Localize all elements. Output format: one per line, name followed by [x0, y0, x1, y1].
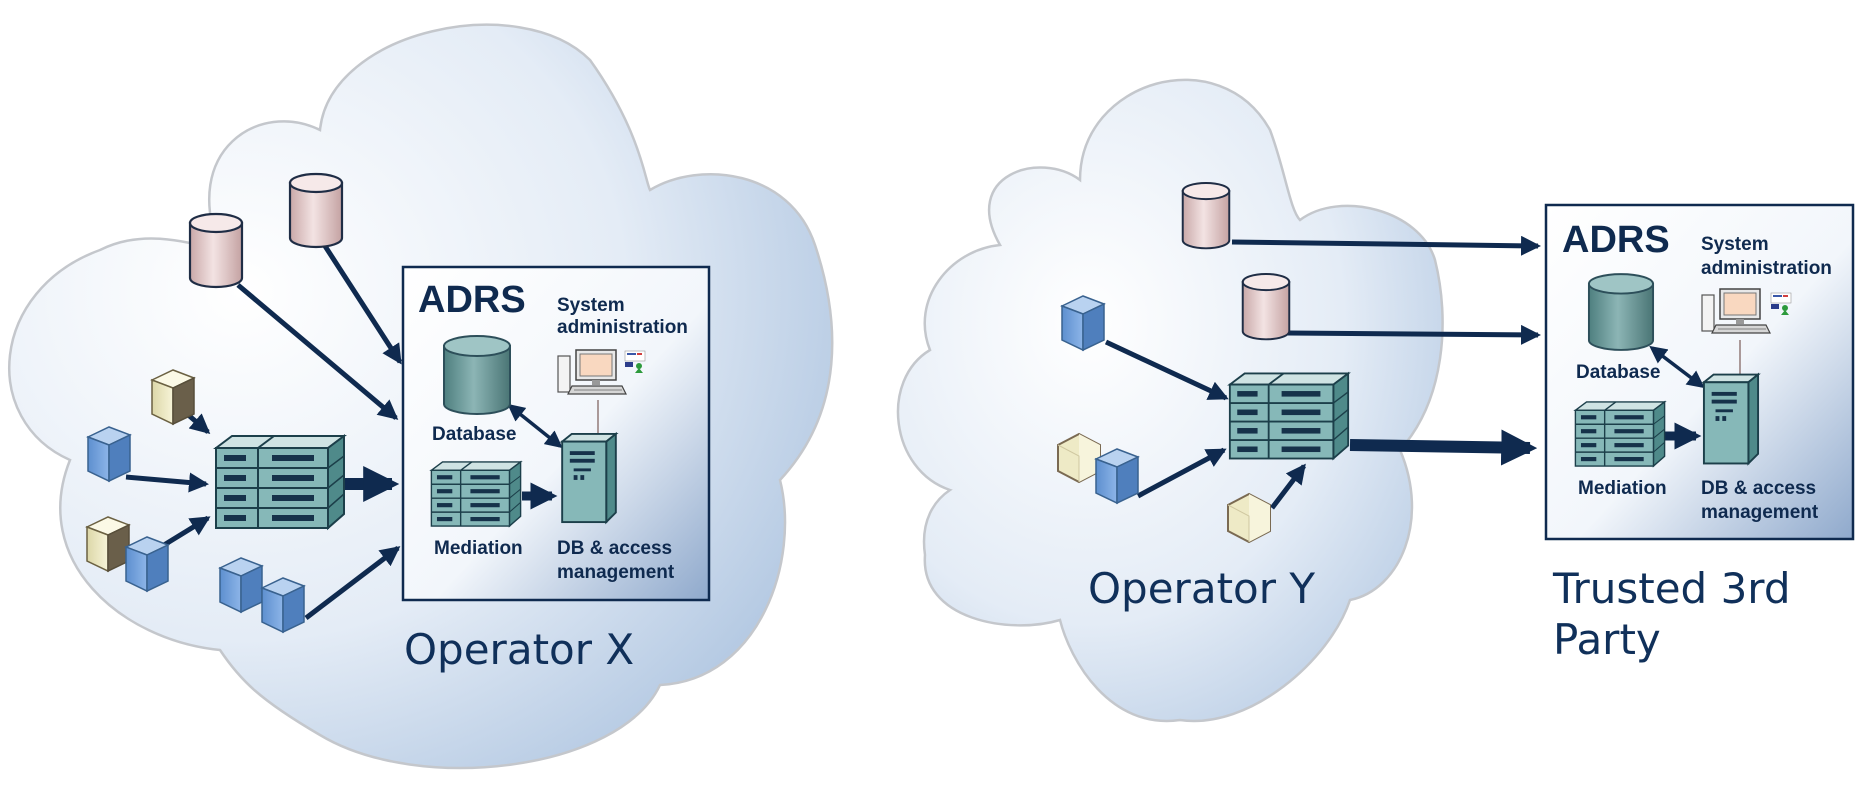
- operator-y-title: Operator Y: [1088, 564, 1315, 613]
- node-cube-icon: [261, 577, 305, 633]
- sysadmin-label-line2: administration: [557, 317, 688, 338]
- mediation-server-icon: [430, 461, 522, 527]
- database-label: Database: [1576, 362, 1661, 383]
- tower-server-icon: [1702, 373, 1760, 465]
- node-hex-icon: [1227, 493, 1271, 543]
- workstation-icon: [1701, 288, 1771, 334]
- rack-server-icon: [1228, 372, 1350, 460]
- node-cube-icon: [1061, 295, 1105, 351]
- sysadmin-label-line2: administration: [1701, 258, 1832, 279]
- dbaccess-label-line2: management: [557, 562, 675, 583]
- operator-x-title: Operator X: [404, 625, 634, 674]
- mediation-label: Mediation: [434, 538, 523, 559]
- node-cube-icon: [125, 536, 169, 592]
- node-cube-icon: [1095, 448, 1139, 504]
- workstation-icon: [557, 349, 627, 395]
- mediation-server-icon: [1574, 401, 1666, 467]
- database-icon: [188, 212, 244, 289]
- dbaccess-label-line2: management: [1701, 502, 1819, 523]
- operator-y-cloud: [896, 78, 1444, 723]
- node-hex-icon: [1057, 433, 1101, 483]
- adrs-title: ADRS: [1562, 219, 1670, 261]
- dbaccess-label-line1: DB & access: [1701, 478, 1816, 499]
- sysadmin-label-line1: System: [557, 295, 625, 316]
- sysadmin-label-line1: System: [1701, 234, 1769, 255]
- database-icon: [1181, 181, 1231, 250]
- trusted-party-title-line2: Party: [1553, 615, 1661, 664]
- node-cube-icon: [151, 369, 195, 425]
- dbaccess-label-line1: DB & access: [557, 538, 672, 559]
- database-icon: [288, 172, 344, 249]
- node-cube-icon: [219, 557, 263, 613]
- operator-y-arrows: [1104, 235, 1741, 510]
- tower-server-icon: [561, 432, 617, 524]
- database-icon: [443, 335, 511, 415]
- database-icon: [1241, 272, 1291, 341]
- database-label: Database: [432, 424, 517, 445]
- adrs-title: ADRS: [418, 279, 526, 321]
- mediation-label: Mediation: [1578, 478, 1667, 499]
- node-cube-icon: [86, 516, 130, 572]
- database-icon: [1587, 273, 1655, 351]
- rack-server-icon: [215, 435, 345, 529]
- trusted-party-title-line1: Trusted 3rd: [1552, 564, 1790, 613]
- node-cube-icon: [87, 426, 131, 482]
